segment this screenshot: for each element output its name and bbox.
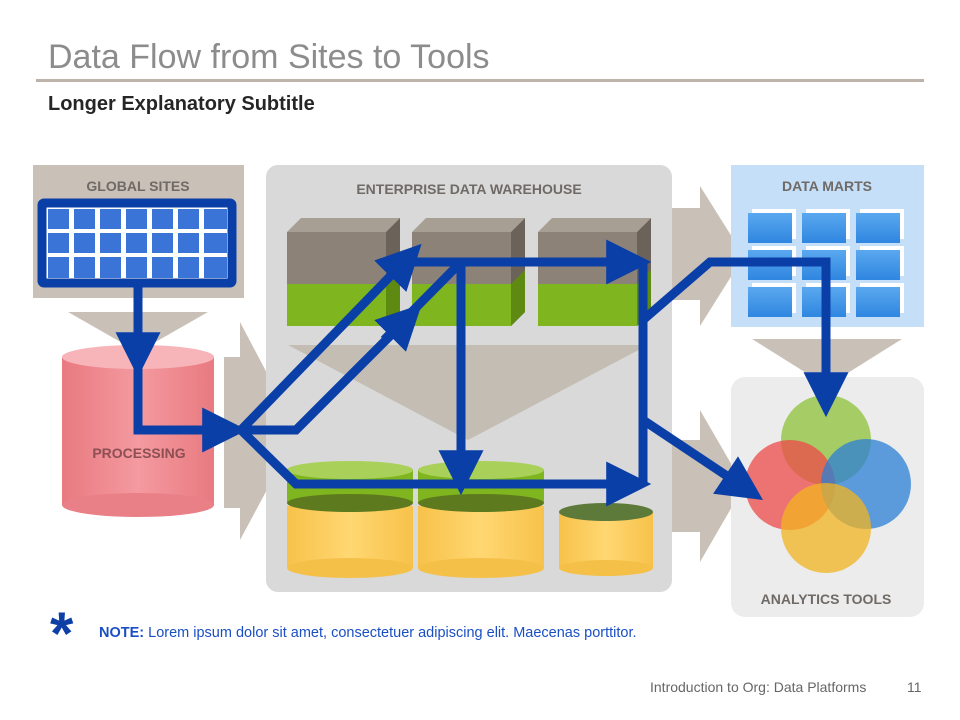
note-asterisk-icon: * bbox=[50, 600, 74, 667]
global-sites-label: GLOBAL SITES bbox=[86, 178, 189, 194]
flow-arrow-to-cube-1 bbox=[237, 243, 422, 434]
analytics-tools-label: ANALYTICS TOOLS bbox=[761, 591, 892, 607]
slide-title: Data Flow from Sites to Tools bbox=[48, 38, 490, 76]
flow-arrow-to-analytics bbox=[640, 416, 763, 500]
analytics-tools-panel: ANALYTICS TOOLS bbox=[731, 377, 924, 617]
warehouse-to-marts-chevron bbox=[672, 186, 744, 326]
warehouse-cube-1 bbox=[287, 218, 400, 326]
flow-arrow-to-cube-1b bbox=[241, 304, 422, 435]
note-text: NOTE: Lorem ipsum dolor sit amet, consec… bbox=[99, 625, 637, 641]
flow-arrow-cube-diagonal bbox=[380, 258, 465, 344]
slide-subtitle: Longer Explanatory Subtitle bbox=[48, 93, 315, 115]
analytics-venn-icon bbox=[745, 395, 911, 573]
note-label: NOTE: bbox=[99, 625, 145, 641]
flow-arrow-to-marts bbox=[640, 257, 849, 418]
flow-arrow-to-db-row bbox=[237, 426, 652, 507]
warehouse-cube-2 bbox=[412, 218, 525, 326]
data-marts-panel: DATA MARTS bbox=[731, 165, 924, 327]
warehouse-database-1 bbox=[287, 461, 413, 578]
note-body: Lorem ipsum dolor sit amet, consectetuer… bbox=[144, 625, 637, 641]
title-divider bbox=[36, 79, 924, 82]
page-number: 11 bbox=[907, 679, 922, 695]
warehouse-database-3 bbox=[559, 503, 653, 576]
processing-label: PROCESSING bbox=[92, 445, 185, 461]
flow-arrow-processing-in bbox=[133, 340, 248, 453]
footer-title: Introduction to Org: Data Platforms bbox=[650, 679, 867, 695]
enterprise-data-warehouse-panel: ENTERPRISE DATA WAREHOUSE bbox=[266, 165, 672, 592]
global-sites-panel: GLOBAL SITES bbox=[33, 165, 244, 298]
warehouse-cube-3 bbox=[538, 218, 651, 326]
warehouse-database-2 bbox=[418, 461, 544, 578]
flow-arrows bbox=[115, 239, 849, 507]
data-marts-label: DATA MARTS bbox=[782, 178, 872, 194]
enterprise-data-warehouse-label: ENTERPRISE DATA WAREHOUSE bbox=[356, 181, 581, 197]
